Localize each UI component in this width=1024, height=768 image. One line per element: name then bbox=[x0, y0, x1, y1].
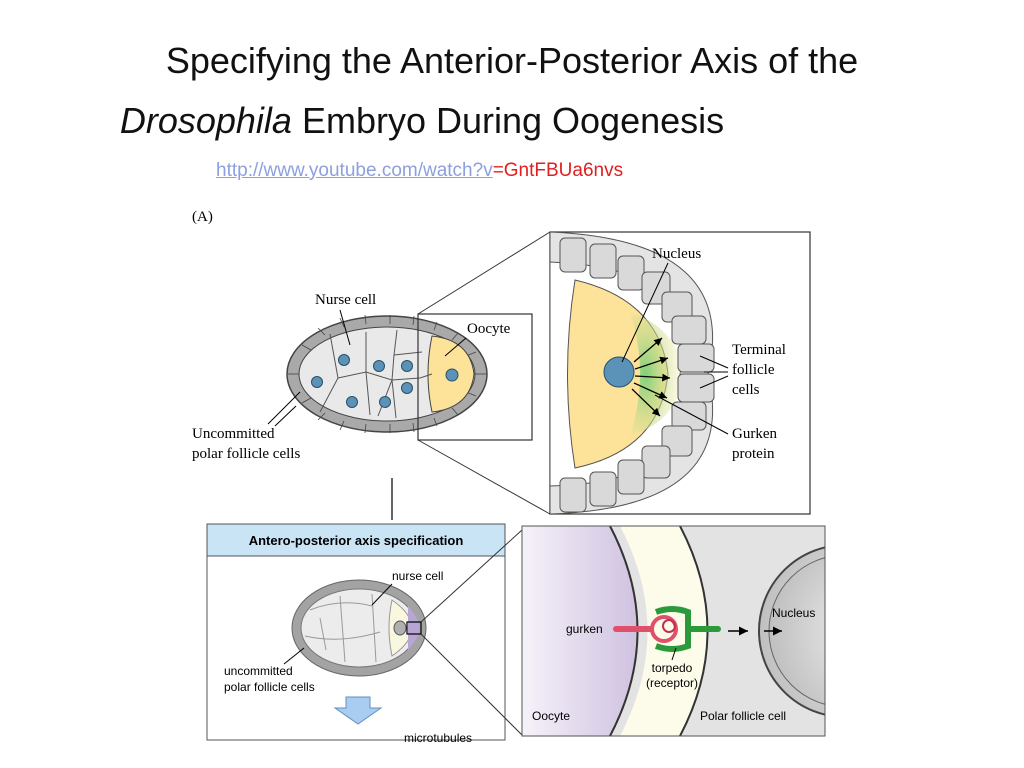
label-terminal-1: Terminal bbox=[732, 342, 786, 358]
label-torpedo-1: torpedo bbox=[652, 661, 693, 675]
label-uncommitted-1: Uncommitted bbox=[192, 426, 275, 442]
label-nurse-cell-b: nurse cell bbox=[392, 569, 443, 583]
title-line2-rest: Embryo During Oogenesis bbox=[291, 100, 725, 141]
egg-chamber bbox=[286, 314, 488, 434]
zoom-box bbox=[417, 313, 533, 441]
video-url[interactable]: http://www.youtube.com/watch?v=GntFBUa6n… bbox=[216, 160, 623, 182]
slide-title-line1: Specifying the Anterior-Posterior Axis o… bbox=[165, 40, 859, 81]
label-gurken-c: gurken bbox=[566, 622, 603, 636]
label-torpedo-2: (receptor) bbox=[646, 676, 698, 690]
enlarged-oocyte-panel bbox=[549, 231, 811, 515]
label-uncommitted-b2: polar follicle cells bbox=[224, 680, 315, 694]
label-oocyte-c: Oocyte bbox=[532, 709, 570, 723]
label-uncommitted-2: polar follicle cells bbox=[192, 446, 300, 462]
label-gurken-2: protein bbox=[732, 446, 775, 462]
slide-title-line2: Drosophila Embryo During Oogenesis bbox=[0, 100, 1024, 142]
label-terminal-3: cells bbox=[732, 382, 760, 398]
label-nurse-cell: Nurse cell bbox=[315, 292, 376, 308]
axis-spec-panel: Antero-posterior axis specification bbox=[206, 523, 506, 741]
label-terminal-2: follicle bbox=[732, 362, 775, 378]
title-italic-species: Drosophila bbox=[119, 100, 292, 141]
label-oocyte: Oocyte bbox=[467, 321, 511, 337]
video-url-tail: =GntFBUa6nvs bbox=[492, 160, 624, 181]
label-polar-follicle-cell: Polar follicle cell bbox=[700, 709, 786, 723]
label-uncommitted-b1: uncommitted bbox=[224, 664, 293, 678]
label-nucleus-a: Nucleus bbox=[652, 246, 701, 262]
label-gurken-1: Gurken bbox=[732, 426, 777, 442]
axis-spec-header: Antero-posterior axis specification bbox=[249, 533, 464, 548]
receptor-detail-panel bbox=[521, 525, 826, 737]
panel-a-label: (A) bbox=[192, 209, 213, 225]
label-microtubules: microtubules bbox=[404, 731, 472, 745]
label-nucleus-c: Nucleus bbox=[772, 606, 815, 620]
video-url-link[interactable]: http://www.youtube.com/watch?v bbox=[216, 160, 493, 181]
